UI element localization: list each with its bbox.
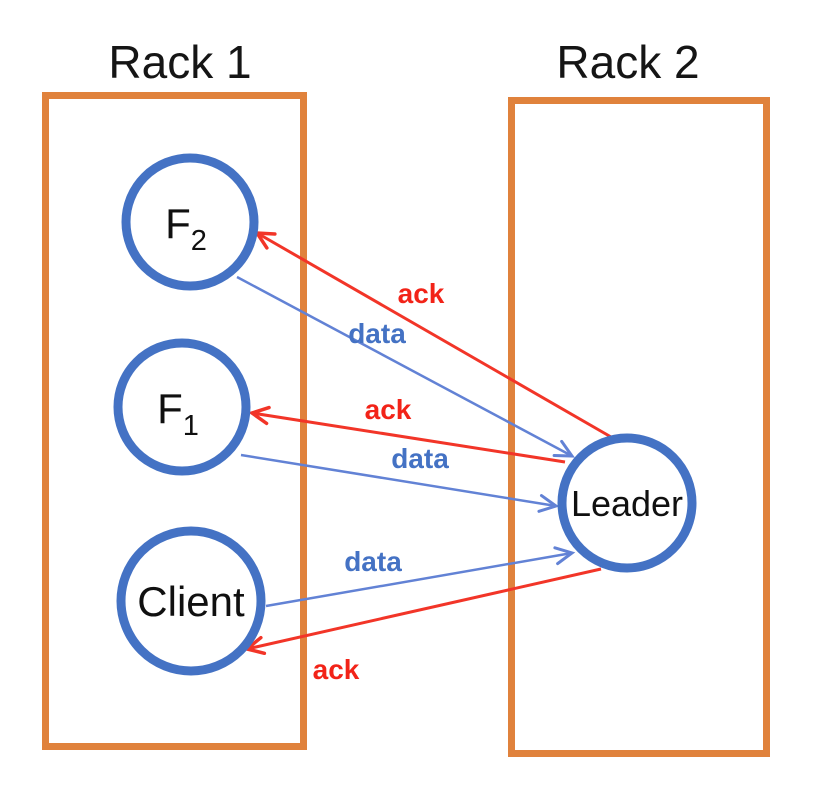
- rack1-title: Rack 1: [108, 36, 251, 88]
- node-f2-label-main: F: [165, 200, 191, 247]
- rack2-box: [508, 97, 770, 757]
- rack2-title: Rack 2: [556, 36, 699, 88]
- node-f2-label-subscript: 2: [191, 225, 207, 257]
- edge-label-ack-f1: ack: [365, 394, 412, 425]
- node-f1-label: F1: [157, 385, 199, 442]
- edge-ack-leader-to-f1: [248, 405, 566, 464]
- node-leader-label: Leader: [571, 483, 683, 524]
- edge-label-data-f1: data: [391, 443, 449, 474]
- edge-data-f1-to-leader: [240, 453, 560, 513]
- edge-label-ack-client: ack: [313, 654, 360, 685]
- node-f1-label-main: F: [157, 385, 183, 432]
- node-f1-label-subscript: 1: [183, 410, 199, 442]
- edge-label-ack-f2: ack: [398, 278, 445, 309]
- edge-ack-leader-to-client: [243, 567, 602, 656]
- edge-label-data-f2: data: [348, 318, 406, 349]
- node-client-label: Client: [137, 578, 245, 625]
- node-f1-circle: [113, 338, 251, 476]
- edge-label-data-client: data: [344, 546, 402, 577]
- edge-data-client-to-leader: [265, 546, 576, 608]
- node-f2-circle: [121, 153, 259, 291]
- edge-data-f2-to-leader: [236, 275, 575, 458]
- node-leader-circle: [557, 433, 697, 573]
- node-client-circle: [116, 526, 266, 676]
- node-f2-label: F2: [165, 200, 207, 257]
- edge-ack-leader-to-f2: [253, 231, 619, 443]
